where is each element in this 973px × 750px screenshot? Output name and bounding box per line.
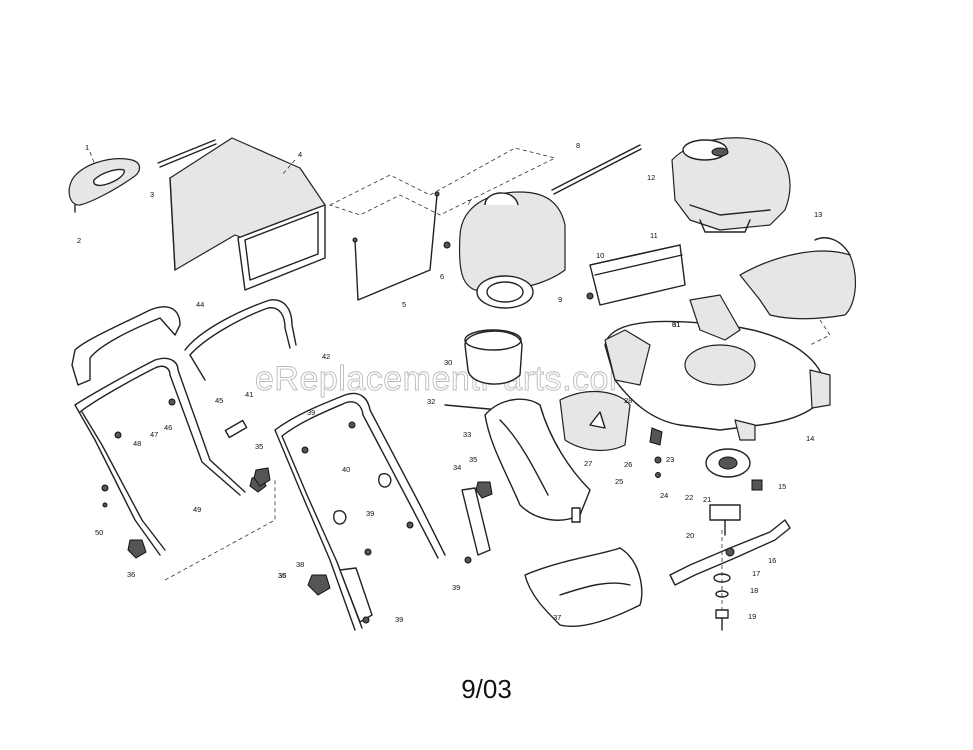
part-blade [669,519,791,586]
callout-c40: 40 [342,465,350,474]
part-discharge-tube [484,398,591,523]
callout-c13: 13 [814,210,822,219]
watermark-text: eReplacementParts.com [255,360,638,398]
callout-c7: 7 [467,198,471,207]
callout-c49: 49 [193,505,201,514]
callout-c32: 32 [427,397,435,406]
part-deflector [559,391,631,451]
callout-c18: 18 [750,586,758,595]
part-mulch-cover [524,547,643,627]
part-handle-grip [68,151,141,213]
part-lower-handle-left [74,357,276,581]
callout-c42: 42 [322,352,330,361]
callout-c50: 50 [95,528,103,537]
callout-c11: 11 [650,231,658,240]
part-handle-bracket-38 [339,567,373,623]
callout-c47: 47 [150,430,158,439]
part-mulch-plug [464,329,523,385]
callout-c2: 2 [77,236,81,245]
callout-c36b: 36 [278,571,286,580]
callout-c21: 21 [703,495,711,504]
callout-c37: 37 [553,613,561,622]
callout-c10: 10 [596,251,604,260]
callout-c35c: 35 [278,571,286,580]
callout-c35a: 35 [255,442,263,451]
callout-c14: 14 [806,434,814,443]
part-handle-bracket-right [253,467,493,564]
callout-c34: 34 [453,463,461,472]
part-bag-rod [157,139,217,168]
callout-c20: 20 [686,531,694,540]
callout-c33: 33 [463,430,471,439]
callout-c19: 19 [748,612,756,621]
callout-c23: 23 [666,455,674,464]
part-6-fastener [443,241,451,249]
callout-c41: 41 [245,390,253,399]
callout-c45: 45 [215,396,223,405]
part-upper-handle-44 [71,306,181,386]
part-side-chute [739,237,856,346]
callout-c22: 22 [685,493,693,502]
part-blade-hardware [713,530,731,631]
callout-c39d: 39 [395,615,403,624]
callout-c44: 44 [196,300,204,309]
part-rear-flap [586,244,686,306]
callout-c30: 30 [444,358,452,367]
callout-c31: 31 [672,320,680,329]
callout-c38: 38 [296,560,304,569]
callout-c39c: 39 [452,583,460,592]
part-lower-handle-right [274,392,446,631]
callout-c1: 1 [85,143,89,152]
part-rod-8 [551,144,642,195]
callout-c24: 24 [660,491,668,500]
callout-c3: 3 [150,190,154,199]
callout-c17: 17 [752,569,760,578]
part-bag-housing [458,191,566,309]
callout-c5: 5 [402,300,406,309]
callout-c25: 25 [615,477,623,486]
callout-c28: 28 [624,396,632,405]
part-upper-handle-bracket [184,299,297,381]
part-mower-deck [604,294,831,441]
part-engine [671,137,791,233]
callout-c4: 4 [298,150,302,159]
callout-c27: 27 [584,459,592,468]
callout-c35b: 35 [469,455,477,464]
date-code: 9/03 [461,674,512,704]
callout-c48: 48 [133,439,141,448]
callout-c46: 46 [164,423,172,432]
callout-c9: 9 [558,295,562,304]
part-fastener-39 [362,616,370,624]
part-blade-adapter-group [649,427,763,536]
callout-labels: 1 2 3 4 5 6 7 8 9 10 11 12 13 14 15 16 1… [77,141,822,624]
callout-c15: 15 [778,482,786,491]
callout-c8: 8 [576,141,580,150]
callout-c39b: 39 [366,509,374,518]
callout-c36a: 36 [127,570,135,579]
callout-c39a: 39 [307,408,315,417]
callout-c16: 16 [768,556,776,565]
part-grass-bag [169,137,326,291]
callout-c6: 6 [440,272,444,281]
part-bag-frame [352,191,440,301]
callout-c61: 61 [672,320,680,329]
callout-c26: 26 [624,460,632,469]
callout-c12: 12 [647,173,655,182]
